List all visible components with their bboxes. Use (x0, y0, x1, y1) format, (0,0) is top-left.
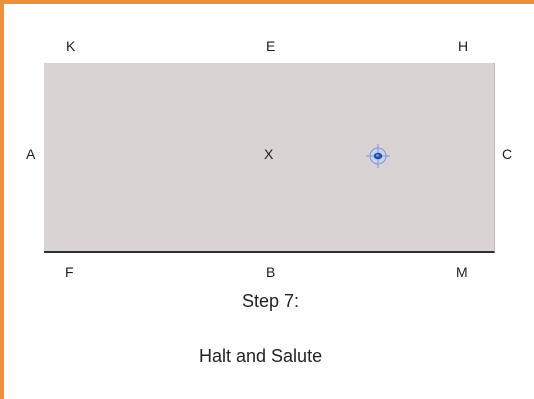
marker-e: E (266, 38, 276, 54)
marker-c: C (502, 146, 513, 162)
marker-h: H (458, 38, 469, 54)
marker-m: M (456, 264, 468, 280)
marker-a: A (26, 146, 36, 162)
marker-f: F (65, 264, 74, 280)
step-instruction: Halt and Salute (199, 346, 323, 366)
step-title: Step 7: (242, 291, 300, 311)
marker-b: B (266, 264, 276, 280)
dressage-arena (44, 63, 495, 253)
marker-x: X (264, 146, 274, 162)
marker-k: K (66, 38, 76, 54)
rider-position-icon (366, 144, 390, 168)
